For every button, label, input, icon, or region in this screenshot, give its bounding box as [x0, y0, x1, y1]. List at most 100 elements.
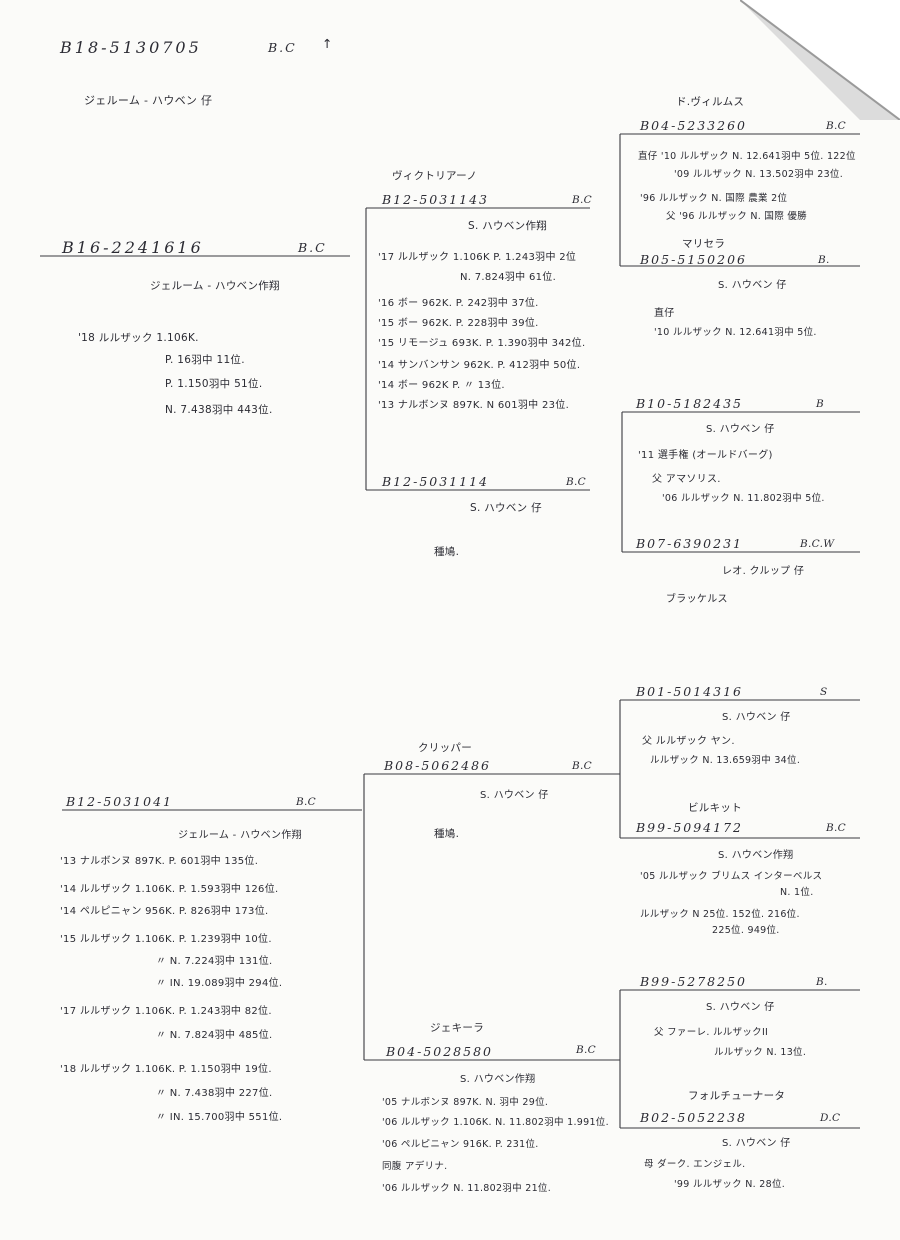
- root-record: '13 ナルボンヌ 897K. P. 601羽中 135位.: [60, 856, 259, 867]
- root-record: '14 ルルザック 1.106K. P. 1.593羽中 126位.: [60, 884, 279, 895]
- header-mark: ↑: [322, 36, 335, 51]
- sd-code: B99-5094172: [636, 820, 743, 835]
- ds-record: 父 アマソリス.: [652, 474, 721, 485]
- ss-record: 直仔 '10 ルルザック N. 12.641羽中 5位. 122位: [638, 151, 856, 162]
- dam-record: 同腹 アデリナ.: [382, 1161, 448, 1172]
- sd-record: 225位. 949位.: [712, 925, 780, 936]
- root-record: P. 1.150羽中 51位.: [165, 378, 263, 390]
- dam-record: '05 ナルボンヌ 897K. N. 羽中 29位.: [382, 1097, 549, 1108]
- sd-record: '05 ルルザック ブリムス インターベルス: [640, 871, 823, 882]
- sire-record: '14 サンバンサン 962K. P. 412羽中 50位.: [378, 360, 581, 371]
- dam-tag: B.C: [576, 1044, 596, 1056]
- root-record: 〃 N. 7.438羽中 227位.: [156, 1088, 273, 1099]
- root-record: '17 ルルザック 1.106K. P. 1.243羽中 82位.: [60, 1006, 272, 1017]
- ss-record: '96 ルルザック N. 国際 農業 2位: [640, 193, 788, 204]
- dam-name: ジェキーラ: [430, 1022, 484, 1034]
- root-record: 〃 IN. 15.700羽中 551位.: [156, 1112, 283, 1123]
- sire-tag: B.C: [572, 760, 592, 772]
- dam-note: 種鳩.: [434, 546, 460, 558]
- ss-record: '09 ルルザック N. 13.502羽中 23位.: [674, 169, 844, 180]
- ss-record: 父 '96 ルルザック N. 国際 優勝: [666, 211, 807, 222]
- root-name: ジェルーム - ハウベン作翔: [150, 280, 280, 292]
- sd-breeder: S. ハウベン 仔: [718, 280, 787, 291]
- dam-record: '06 ルルザック 1.106K. N. 11.802羽中 1.991位.: [382, 1117, 609, 1128]
- dam-record: '06 ペルピニャン 916K. P. 231位.: [382, 1139, 539, 1150]
- ss-code: B01-5014316: [636, 684, 743, 699]
- ds-record: ルルザック N. 13位.: [714, 1047, 807, 1058]
- sire-record: '15 ボー 962K. P. 228羽中 39位.: [378, 318, 539, 329]
- sd-name: ビルキット: [688, 802, 742, 814]
- ds-breeder: S. ハウベン 仔: [706, 1002, 775, 1013]
- dd-breeder: レオ. クルップ 仔: [722, 566, 805, 577]
- dam-tag: B.C: [566, 476, 586, 488]
- sd-tag: B.C: [826, 822, 846, 834]
- sire-record: '13 ナルボンヌ 897K. N 601羽中 23位.: [378, 400, 570, 411]
- sd-record: N. 1位.: [780, 887, 814, 898]
- header-name: ジェルーム - ハウベン 仔: [84, 94, 213, 107]
- ss-record: 父 ルルザック ヤン.: [642, 736, 735, 747]
- root-code: B16-2241616: [62, 238, 204, 257]
- ss-code: B04-5233260: [640, 118, 747, 133]
- root-record: '15 ルルザック 1.106K. P. 1.239羽中 10位.: [60, 934, 272, 945]
- root-record: 〃 IN. 19.089羽中 294位.: [156, 978, 283, 989]
- sire-record: N. 7.824羽中 61位.: [460, 272, 557, 283]
- ds-code: B99-5278250: [640, 974, 747, 989]
- sire-record: '16 ボー 962K. P. 242羽中 37位.: [378, 298, 539, 309]
- root-record: '18 ルルザック 1.106K.: [78, 332, 199, 344]
- sire-breeder: S. ハウベン作翔: [468, 220, 548, 232]
- ds-breeder: S. ハウベン 仔: [706, 424, 775, 435]
- dd-tag: D.C: [820, 1112, 841, 1124]
- dd-record: '99 ルルザック N. 28位.: [674, 1179, 786, 1190]
- sire-record: '15 リモージュ 693K. P. 1.390羽中 342位.: [378, 338, 586, 349]
- root-record: '18 ルルザック 1.106K. P. 1.150羽中 19位.: [60, 1064, 272, 1075]
- sd-name: マリセラ: [682, 238, 726, 250]
- ss-tag: B.C: [826, 120, 846, 132]
- dam-breeder: S. ハウベン 仔: [470, 502, 542, 514]
- sd-tag: B.: [818, 254, 830, 266]
- sd-record: 直仔: [654, 308, 675, 319]
- root-name: ジェルーム - ハウベン作翔: [178, 830, 302, 841]
- sire-tag: B.C: [572, 194, 592, 206]
- dam-record: '06 ルルザック N. 11.802羽中 21位.: [382, 1183, 552, 1194]
- sd-record: ルルザック N 25位. 152位. 216位.: [640, 909, 800, 920]
- ss-record: ルルザック N. 13.659羽中 34位.: [650, 755, 801, 766]
- dam-breeder: S. ハウベン作翔: [460, 1074, 536, 1085]
- root-code: B12-5031041: [66, 794, 173, 809]
- dd-record: 母 ダーク. エンジェル.: [644, 1159, 746, 1170]
- sire-code: B08-5062486: [384, 758, 491, 773]
- root-tag: B.C: [298, 240, 327, 255]
- ds-tag: B.: [816, 976, 828, 988]
- sire-record: '17 ルルザック 1.106K P. 1.243羽中 2位: [378, 252, 577, 263]
- sire-code: B12-5031143: [382, 192, 489, 207]
- sire-name: ヴィクトリアーノ: [392, 170, 478, 182]
- root-record: 〃 N. 7.224羽中 131位.: [156, 956, 273, 967]
- dd-breeder: S. ハウベン 仔: [722, 1138, 791, 1149]
- dam-code: B12-5031114: [382, 474, 489, 489]
- folded-corner: [740, 0, 900, 120]
- root-record: '14 ペルピニャン 956K. P. 826羽中 173位.: [60, 906, 269, 917]
- ds-record: '06 ルルザック N. 11.802羽中 5位.: [662, 493, 825, 504]
- ds-record: '11 選手権 (オールドバーグ): [638, 450, 773, 461]
- ds-code: B10-5182435: [636, 396, 743, 411]
- root-record: 〃 N. 7.824羽中 485位.: [156, 1030, 273, 1041]
- sire-note: 種鳩.: [434, 828, 460, 840]
- ss-name: ド.ヴィルムス: [676, 96, 745, 108]
- sd-breeder: S. ハウベン作翔: [718, 850, 794, 861]
- ds-tag: B: [816, 398, 825, 410]
- ss-tag: S: [820, 686, 828, 698]
- sd-record: '10 ルルザック N. 12.641羽中 5位.: [654, 327, 817, 338]
- header-code: B18-5130705: [60, 38, 202, 57]
- header-tag: B.C: [268, 40, 297, 55]
- dd-code: B07-6390231: [636, 536, 743, 551]
- dd-name: フォルチューナータ: [688, 1090, 786, 1102]
- sire-breeder: S. ハウベン 仔: [480, 790, 549, 801]
- root-record: N. 7.438羽中 443位.: [165, 404, 273, 416]
- dd-code: B02-5052238: [640, 1110, 747, 1125]
- dam-code: B04-5028580: [386, 1044, 493, 1059]
- ds-record: 父 ファーレ. ルルザックII: [654, 1027, 769, 1038]
- sire-name: クリッパー: [418, 742, 472, 754]
- root-record: P. 16羽中 11位.: [165, 354, 245, 366]
- root-tag: B.C: [296, 796, 316, 808]
